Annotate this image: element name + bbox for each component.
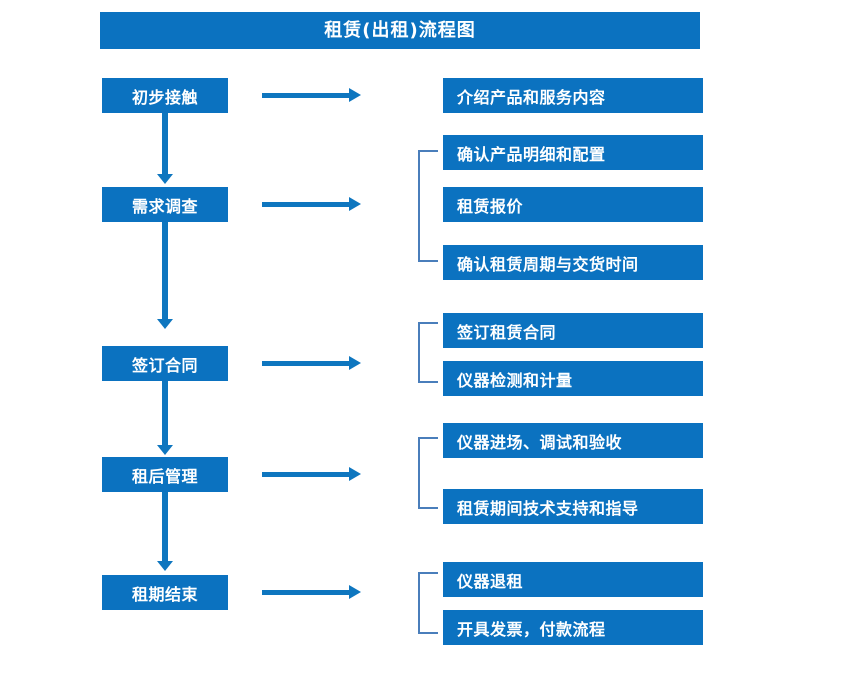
stage-box-1: 初步接触 [102, 78, 228, 113]
detail-box-5-1: 仪器退租 [443, 562, 703, 597]
detail-box-2-1: 确认产品明细和配置 [443, 135, 703, 170]
stage-label-2: 需求调查 [131, 196, 198, 216]
detail-label-2-3: 确认租赁周期与交货时间 [457, 254, 639, 274]
arrow-head-icon [349, 356, 361, 370]
detail-label-2-2: 租赁报价 [457, 196, 524, 216]
arrow-stage4-to-details [262, 467, 361, 481]
detail-label-5-1: 仪器退租 [457, 571, 524, 591]
stage-label-4: 租后管理 [131, 466, 198, 486]
arrow-head-icon [157, 561, 173, 571]
detail-box-1-1: 介绍产品和服务内容 [443, 78, 703, 113]
arrow-head-icon [349, 88, 361, 102]
arrow-stage3-to-stage4 [157, 381, 173, 455]
arrow-head-icon [157, 319, 173, 329]
detail-box-2-2: 租赁报价 [443, 187, 703, 222]
detail-box-3-1: 签订租赁合同 [443, 313, 703, 348]
stage-label-1: 初步接触 [131, 87, 198, 107]
arrow-stage1-to-stage2 [157, 113, 173, 184]
arrow-stage5-to-details [262, 585, 361, 599]
detail-box-3-2: 仪器检测和计量 [443, 361, 703, 396]
stage-box-3: 签订合同 [102, 346, 228, 381]
page-title: 租赁(出租)流程图 [324, 19, 476, 41]
detail-label-3-2: 仪器检测和计量 [457, 370, 573, 390]
bracket-connector-4 [418, 437, 438, 509]
detail-box-4-2: 租赁期间技术支持和指导 [443, 489, 703, 524]
arrow-head-icon [157, 174, 173, 184]
stage-label-3: 签订合同 [131, 355, 198, 375]
stage-box-4: 租后管理 [102, 457, 228, 492]
arrow-head-icon [349, 467, 361, 481]
bracket-connector-3 [418, 322, 438, 383]
arrow-stage1-to-details [262, 88, 361, 102]
arrow-stage2-to-details [262, 197, 361, 211]
arrow-stage2-to-stage3 [157, 222, 173, 329]
detail-label-4-1: 仪器进场、调试和验收 [457, 432, 623, 452]
stage-box-2: 需求调查 [102, 187, 228, 222]
arrow-head-icon [157, 445, 173, 455]
diagram-title-banner: 租赁(出租)流程图 [100, 12, 700, 49]
bracket-connector-5 [418, 572, 438, 634]
arrow-stage3-to-details [262, 356, 361, 370]
detail-label-5-2: 开具发票，付款流程 [457, 619, 606, 639]
stage-box-5: 租期结束 [102, 575, 228, 610]
detail-label-3-1: 签订租赁合同 [457, 322, 557, 342]
detail-label-2-1: 确认产品明细和配置 [457, 144, 606, 164]
detail-label-4-2: 租赁期间技术支持和指导 [457, 498, 639, 518]
arrow-head-icon [349, 197, 361, 211]
stage-label-5: 租期结束 [131, 584, 198, 604]
arrow-stage4-to-stage5 [157, 492, 173, 571]
bracket-connector-2 [418, 150, 438, 262]
arrow-head-icon [349, 585, 361, 599]
detail-box-4-1: 仪器进场、调试和验收 [443, 423, 703, 458]
detail-label-1-1: 介绍产品和服务内容 [457, 87, 606, 107]
detail-box-5-2: 开具发票，付款流程 [443, 610, 703, 645]
detail-box-2-3: 确认租赁周期与交货时间 [443, 245, 703, 280]
